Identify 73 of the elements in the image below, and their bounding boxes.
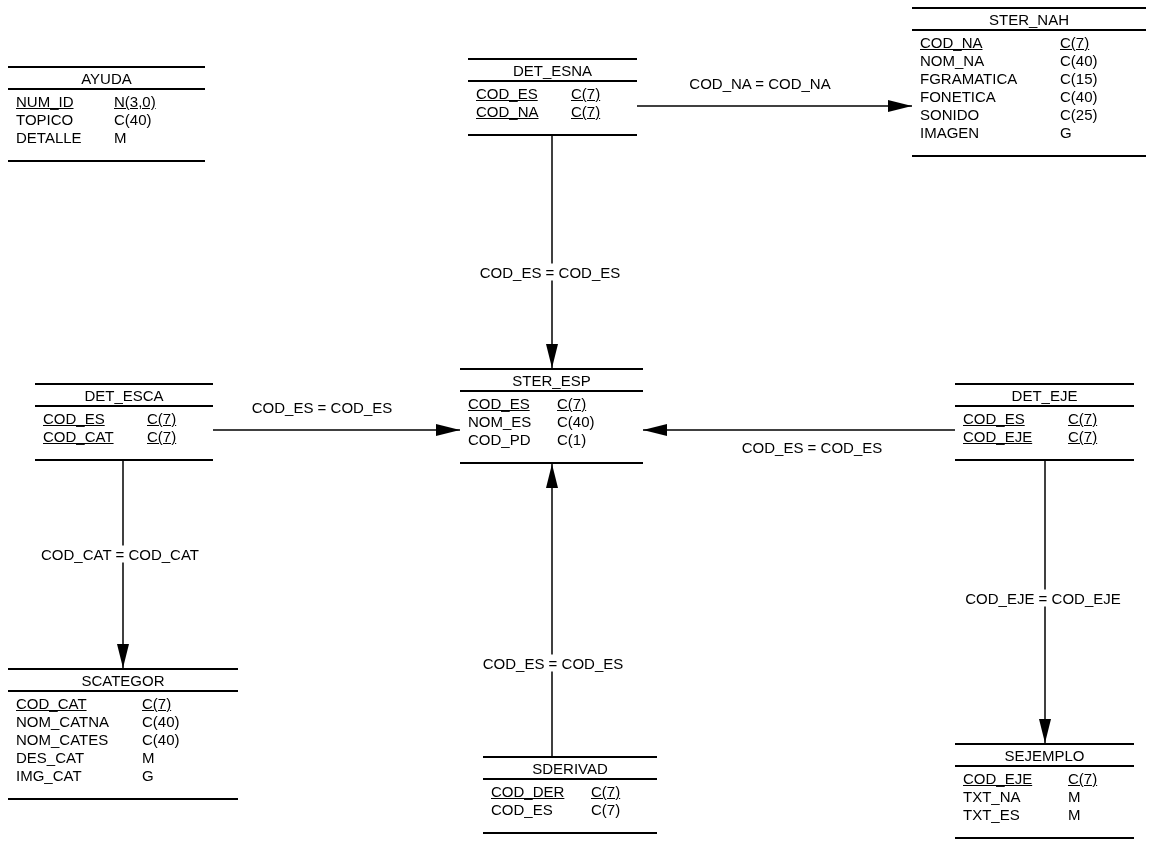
field-type: C(40): [142, 731, 180, 748]
field-name: COD_NA: [476, 103, 539, 120]
field-name: FONETICA: [920, 88, 996, 105]
field-name: COD_ES: [468, 395, 530, 412]
relationship-arrow: [546, 135, 558, 369]
field-type: C(40): [1060, 52, 1098, 69]
field-type: C(7): [571, 103, 601, 120]
field-type: C(40): [142, 713, 180, 730]
relationship-arrow: [212, 424, 461, 436]
field-name: COD_CAT: [16, 695, 87, 712]
field-name: COD_EJE: [963, 770, 1033, 787]
field-name: NOM_NA: [920, 52, 985, 69]
relationship-arrow: [642, 424, 956, 436]
field-type: C(40): [557, 413, 595, 430]
field-name: COD_PD: [468, 431, 531, 448]
table-name: SCATEGOR: [81, 672, 165, 689]
field-name: DETALLE: [16, 129, 82, 146]
edge-label: COD_CAT = COD_CAT: [38, 545, 202, 563]
field-type: C(7): [147, 410, 177, 427]
field-type: C(7): [1068, 410, 1098, 427]
field-type: C(7): [147, 428, 177, 445]
table-name: SEJEMPLO: [1004, 747, 1085, 764]
field-type: C(7): [1068, 428, 1098, 445]
field-name: FGRAMATICA: [920, 70, 1018, 87]
table-name: DET_EJE: [1011, 387, 1078, 404]
field-name: COD_ES: [476, 85, 538, 102]
field-name: TXT_NA: [963, 788, 1021, 805]
field-type: C(7): [1068, 770, 1098, 787]
field-type: M: [1068, 788, 1081, 805]
relationship-arrow: [636, 100, 913, 112]
field-name: SONIDO: [920, 106, 980, 123]
field-type: G: [1060, 124, 1072, 141]
relationship-arrow: [546, 463, 558, 757]
field-name: NOM_CATNA: [16, 713, 110, 730]
field-name: TOPICO: [16, 111, 74, 128]
field-type: M: [142, 749, 155, 766]
field-type: C(7): [557, 395, 587, 412]
field-type: G: [142, 767, 154, 784]
field-name: NOM_CATES: [16, 731, 109, 748]
table-name: SDERIVAD: [532, 760, 608, 777]
field-name: COD_NA: [920, 34, 983, 51]
field-name: NOM_ES: [468, 413, 532, 430]
field-name: COD_ES: [491, 801, 553, 818]
table-name: DET_ESNA: [512, 62, 593, 79]
field-type: C(7): [142, 695, 172, 712]
table-name: STER_NAH: [989, 11, 1069, 28]
table-name: AYUDA: [81, 70, 132, 87]
field-name: COD_CAT: [43, 428, 114, 445]
relationship-arrow: [117, 460, 129, 669]
field-name: COD_EJE: [963, 428, 1033, 445]
field-type: C(25): [1060, 106, 1098, 123]
field-name: DES_CAT: [16, 749, 85, 766]
field-name: TXT_ES: [963, 806, 1020, 823]
field-name: COD_DER: [491, 783, 565, 800]
field-type: M: [1068, 806, 1081, 823]
field-type: C(7): [591, 801, 621, 818]
table-name: STER_ESP: [512, 372, 591, 389]
field-name: IMAGEN: [920, 124, 980, 141]
field-name: NUM_ID: [16, 93, 74, 110]
field-type: N(3,0): [114, 93, 156, 110]
field-type: C(7): [591, 783, 621, 800]
field-type: C(40): [1060, 88, 1098, 105]
table-name: DET_ESCA: [84, 387, 164, 404]
field-name: IMG_CAT: [16, 767, 82, 784]
field-type: C(40): [114, 111, 152, 128]
field-type: M: [114, 129, 127, 146]
field-type: C(7): [1060, 34, 1090, 51]
field-name: COD_ES: [43, 410, 105, 427]
field-type: C(15): [1060, 70, 1098, 87]
relationship-arrow: [1039, 460, 1051, 744]
field-name: COD_ES: [963, 410, 1025, 427]
field-type: C(1): [557, 431, 587, 448]
field-type: C(7): [571, 85, 601, 102]
